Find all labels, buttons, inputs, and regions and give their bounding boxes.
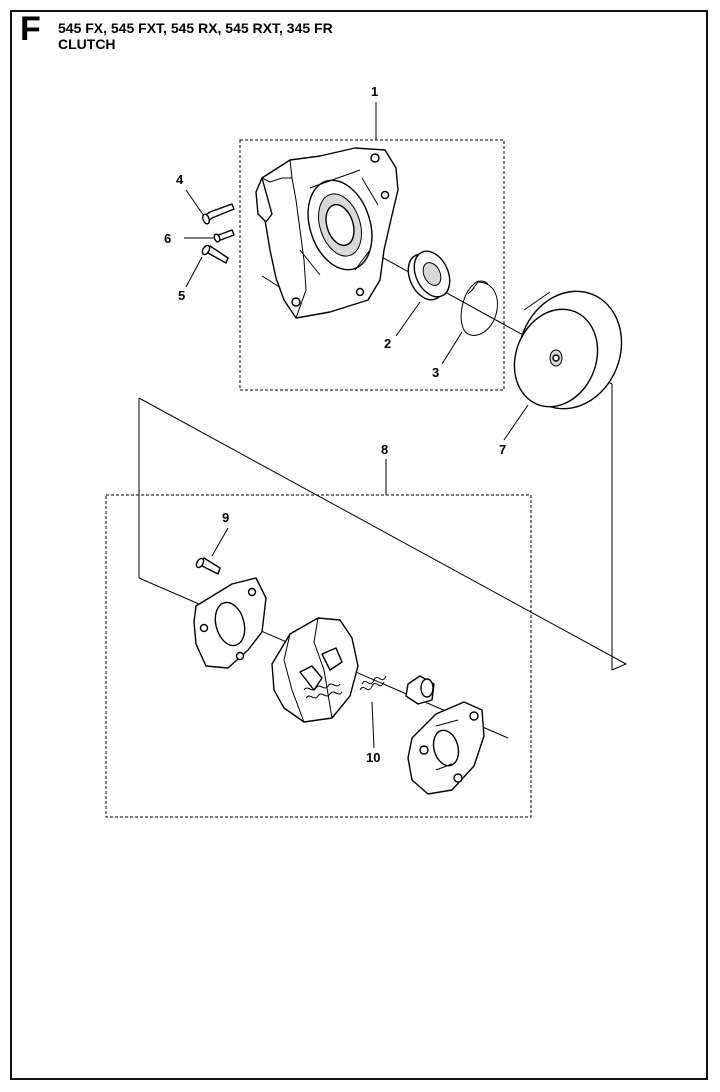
callout-8: 8 <box>381 442 388 457</box>
screw-5 <box>201 244 229 264</box>
callout-7: 7 <box>499 442 506 457</box>
screw-4 <box>202 203 235 225</box>
diagram-title: CLUTCH <box>58 36 116 52</box>
callout-9: 9 <box>222 510 229 525</box>
bearing-part <box>407 250 451 301</box>
clutch-housing-part <box>255 147 399 319</box>
circlip-part <box>460 280 498 336</box>
callout-3: 3 <box>432 365 439 380</box>
callout-1: 1 <box>371 84 378 99</box>
model-list: 545 FX, 545 FXT, 545 RX, 545 RXT, 345 FR <box>58 20 333 36</box>
group-box-clutch-assembly <box>105 494 532 818</box>
bushing-part <box>405 675 435 705</box>
callout-6: 6 <box>164 231 171 246</box>
clutch-shoes-part <box>271 617 359 723</box>
section-letter: F <box>20 10 41 48</box>
clutch-drum-part <box>513 290 623 410</box>
leader-lines <box>184 102 529 749</box>
screw-6 <box>213 229 235 243</box>
page-frame <box>10 10 708 1080</box>
callout-2: 2 <box>384 336 391 351</box>
group-box-clutch-housing <box>239 139 505 391</box>
clutch-plate-front <box>407 701 485 795</box>
bolt-9 <box>195 557 221 575</box>
clutch-plate-rear <box>193 577 267 669</box>
callout-5: 5 <box>178 288 185 303</box>
callout-4: 4 <box>176 172 184 187</box>
callout-10: 10 <box>366 750 380 765</box>
spring-10 <box>359 675 387 691</box>
